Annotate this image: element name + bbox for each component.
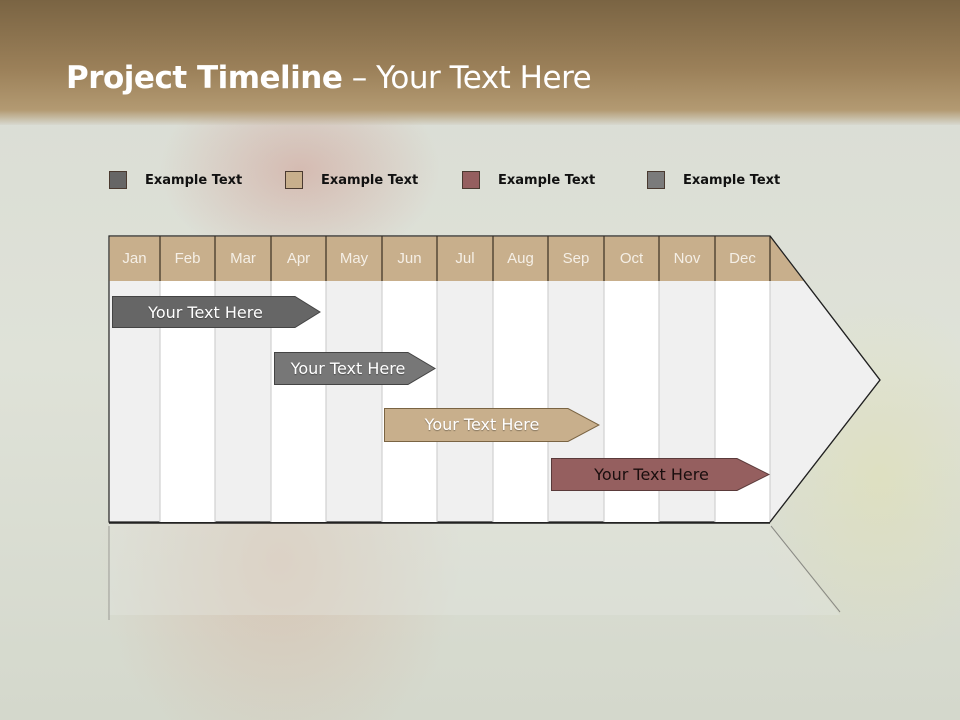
task-label: Your Text Here: [424, 414, 540, 434]
legend-item-3: Example Text: [462, 170, 595, 190]
arrow-shape-icon: [274, 352, 436, 385]
legend-label: Example Text: [145, 172, 243, 188]
month-sep: Sep: [562, 250, 590, 267]
month-may: May: [339, 250, 369, 267]
page-title: Project Timeline – Your Text Here: [66, 60, 592, 96]
arrow-shape-icon: [384, 408, 600, 442]
month-apr: Apr: [286, 250, 311, 267]
legend-swatch-maroon: [462, 171, 480, 189]
title-subtitle: – Your Text Here: [342, 60, 592, 96]
task-bar-4[interactable]: Your Text Here: [551, 458, 770, 491]
month-aug: Aug: [507, 250, 534, 267]
month-dec: Dec: [729, 250, 756, 267]
task-label: Your Text Here: [290, 358, 406, 378]
month-oct: Oct: [619, 250, 644, 267]
month-jun: Jun: [397, 250, 422, 267]
task-label: Your Text Here: [594, 464, 709, 484]
legend-item-1: Example Text: [109, 170, 242, 190]
month-jul: Jul: [455, 250, 475, 267]
title-bold: Project Timeline: [66, 60, 343, 96]
arrow-shape-icon: [551, 458, 770, 491]
month-nov: Nov: [673, 250, 701, 267]
month-mar: Mar: [230, 250, 256, 267]
legend-label: Example Text: [683, 172, 781, 188]
title-banner: [0, 0, 960, 125]
task-bar-1[interactable]: Your Text Here: [112, 296, 321, 328]
legend-swatch-dark-gray: [647, 171, 665, 189]
task-label: Your Text Here: [148, 302, 263, 322]
legend-item-2: Example Text: [285, 170, 418, 190]
month-feb: Feb: [174, 250, 201, 267]
legend-label: Example Text: [321, 172, 419, 188]
task-bar-3[interactable]: Your Text Here: [384, 408, 600, 442]
month-jan: Jan: [122, 250, 147, 267]
legend-swatch-gray: [109, 171, 127, 189]
legend-item-4: Example Text: [647, 170, 780, 190]
legend-swatch-tan: [285, 171, 303, 189]
legend-label: Example Text: [498, 172, 596, 188]
task-bar-2[interactable]: Your Text Here: [274, 352, 436, 385]
arrow-shape-icon: [112, 296, 321, 328]
